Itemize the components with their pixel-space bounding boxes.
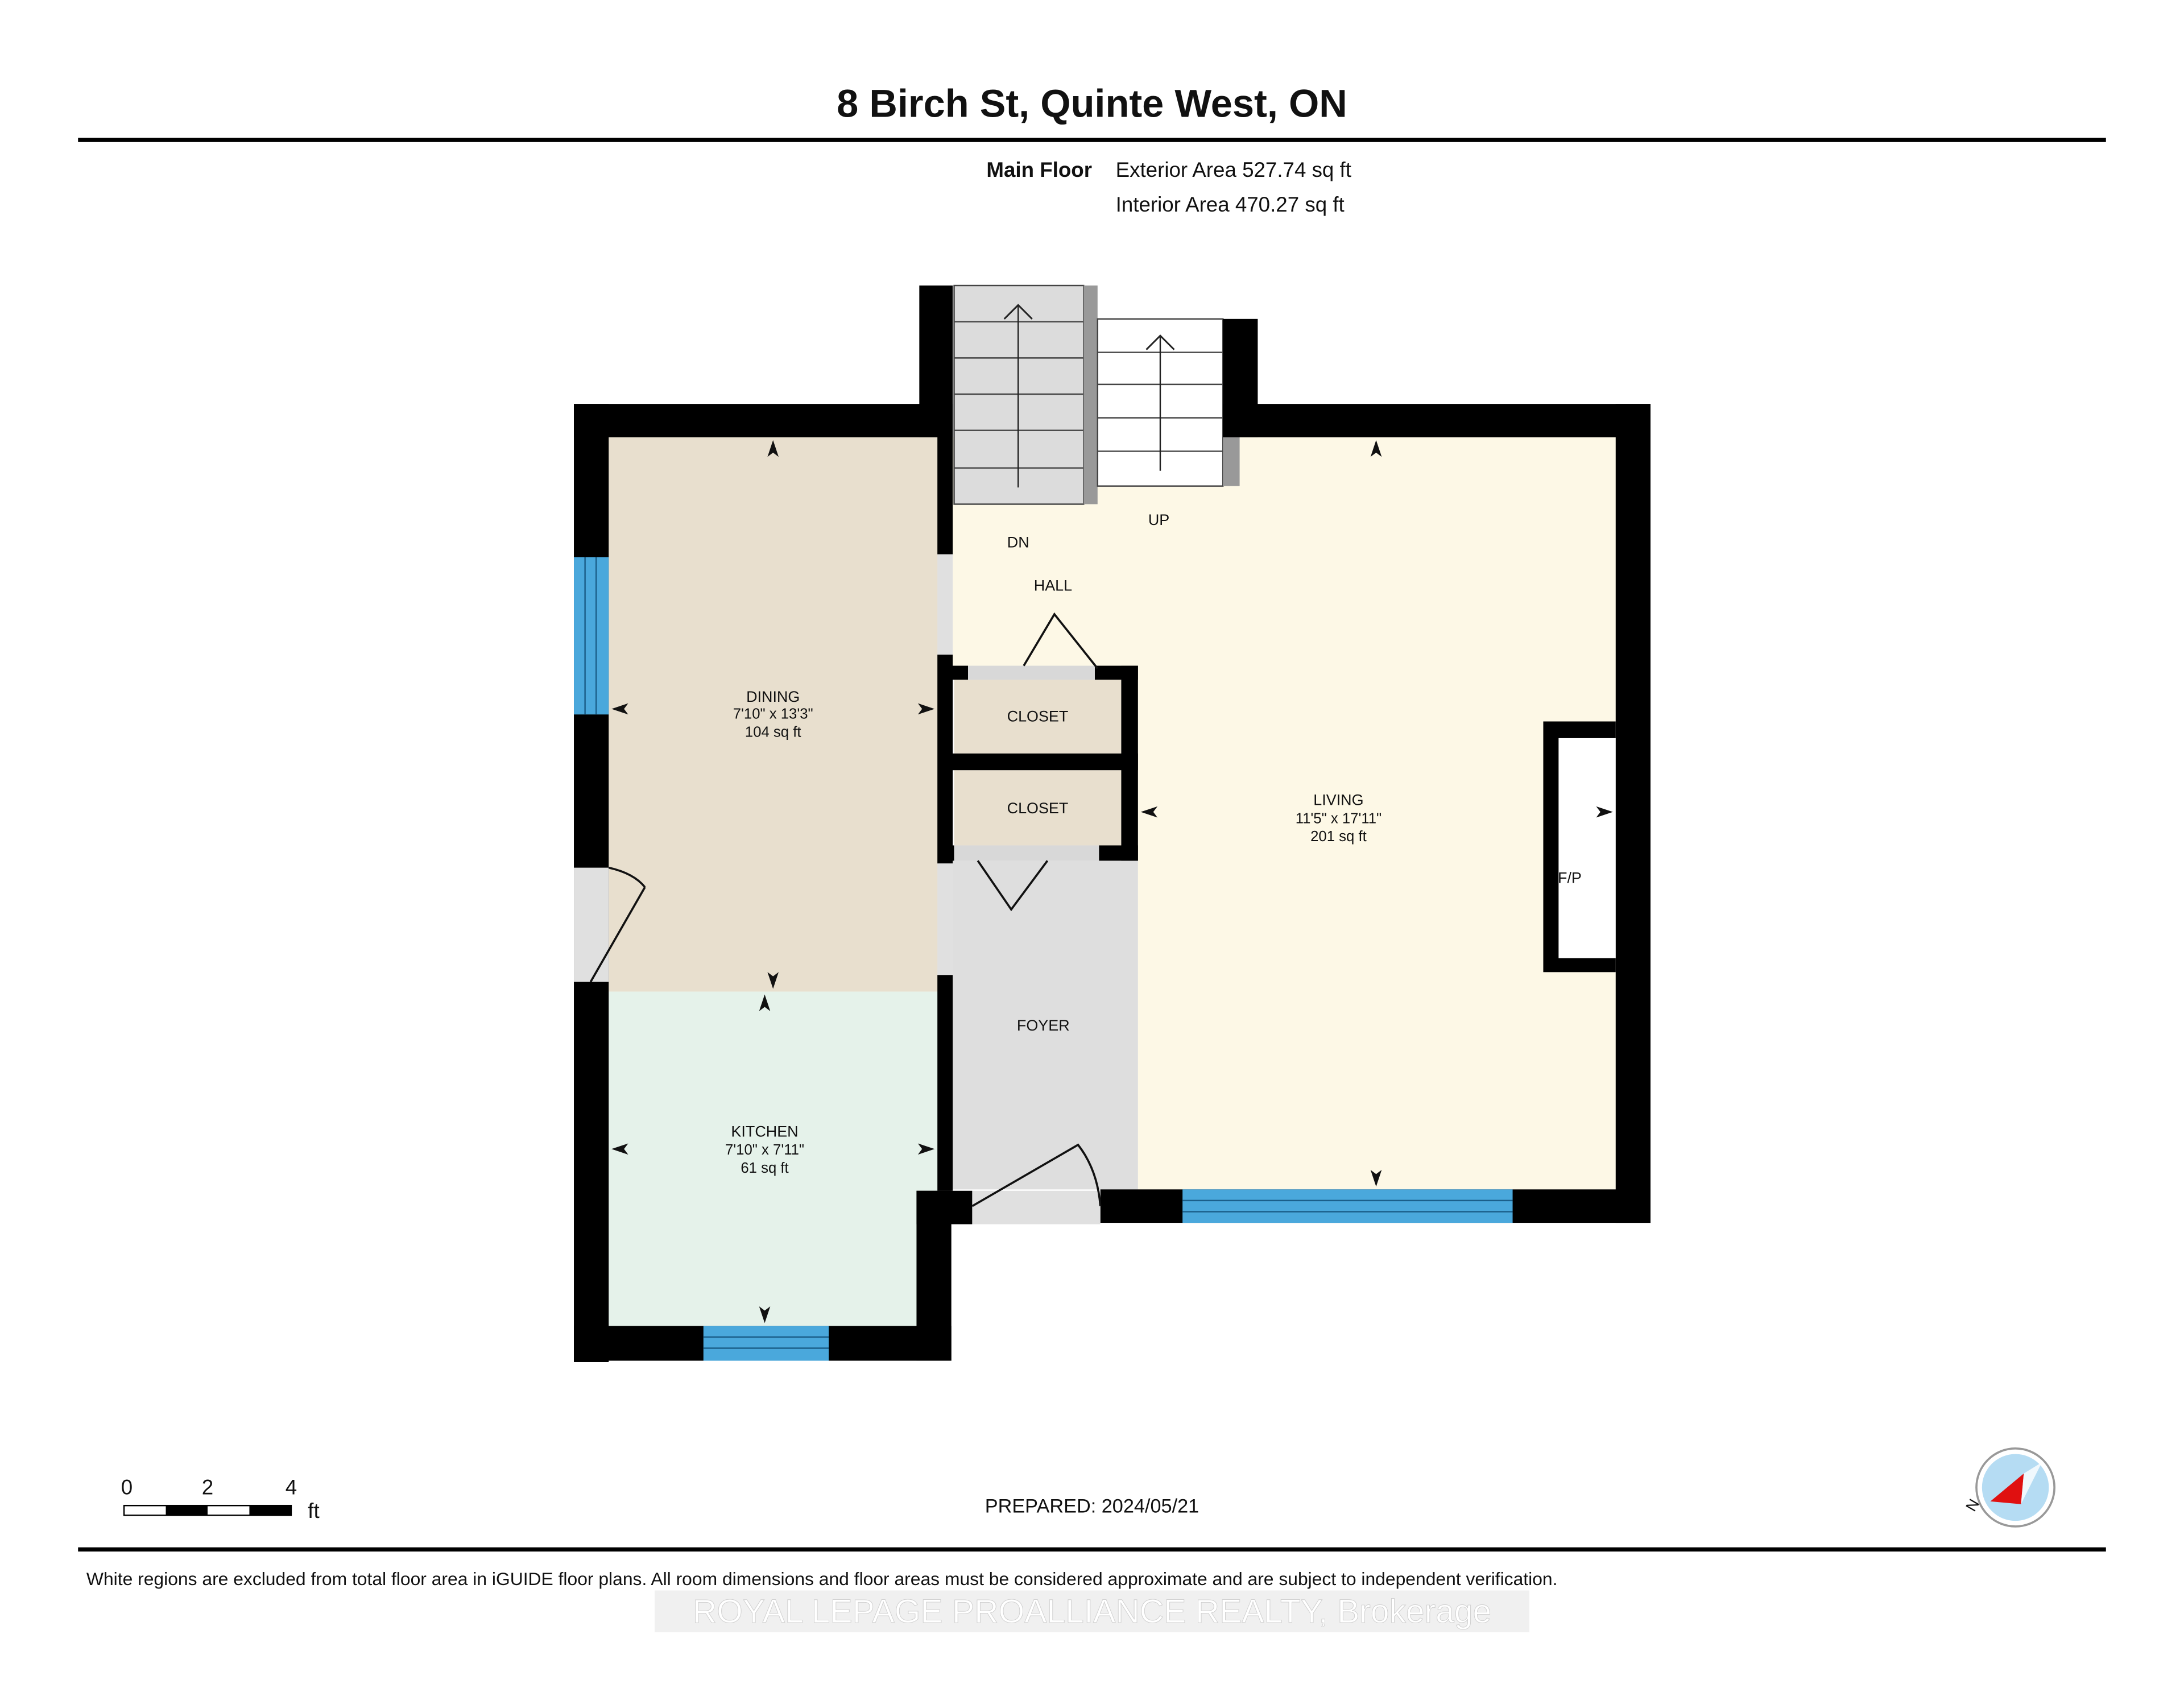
stairs-up xyxy=(1097,318,1240,487)
dining-label: DINING xyxy=(746,688,800,705)
side-door-swing xyxy=(589,866,646,983)
scale-bar: 0 2 4 ft xyxy=(121,1476,320,1523)
scale-tick-4: 4 xyxy=(286,1476,297,1499)
window-living xyxy=(1182,1189,1513,1223)
window-kitchen xyxy=(703,1326,829,1361)
scale-tick-0: 0 xyxy=(121,1476,133,1499)
fireplace-inner xyxy=(1558,738,1616,958)
dining-hall-opening xyxy=(937,554,953,655)
exterior-area: Exterior Area 527.74 sq ft xyxy=(1116,158,1351,181)
closet-2-opening xyxy=(954,845,1099,861)
page-title: 8 Birch St, Quinte West, ON xyxy=(837,82,1347,126)
front-door-opening xyxy=(972,1190,1101,1224)
watermark: ROYAL LEPAGE PROALLIANCE REALTY, Brokera… xyxy=(693,1593,1491,1630)
interior-area: Interior Area 470.27 sq ft xyxy=(1116,193,1345,216)
closet-2-door-swing xyxy=(977,860,1049,912)
front-door-swing xyxy=(971,1143,1102,1207)
living-room xyxy=(1138,437,1616,1190)
prepared-date: PREPARED: 2024/05/21 xyxy=(985,1495,1199,1517)
foyer-label: FOYER xyxy=(1017,1017,1070,1034)
side-door-opening xyxy=(574,867,609,982)
kitchen-area: 61 sq ft xyxy=(741,1160,788,1176)
watermark-backdrop xyxy=(655,1590,1529,1633)
dining-area: 104 sq ft xyxy=(745,724,801,740)
foyer-room xyxy=(953,860,1138,1190)
kitchen-room xyxy=(609,991,939,1326)
dining-foyer-opening xyxy=(937,863,953,975)
kitchen-dims: 7'10" x 7'11" xyxy=(725,1142,804,1158)
dining-dims: 7'10" x 13'3" xyxy=(733,706,813,722)
dimension-arrows xyxy=(611,440,1613,1323)
closet-1-opening xyxy=(968,665,1095,680)
fireplace-label: F/P xyxy=(1558,870,1582,887)
compass-icon: N xyxy=(1962,1447,2055,1528)
stairs-arrow-icon xyxy=(1003,304,1033,320)
footer-divider xyxy=(78,1547,2106,1552)
closet-1 xyxy=(954,680,1122,754)
living-label: LIVING xyxy=(1313,791,1363,808)
stairs-arrow-icon xyxy=(1145,334,1175,350)
scale-tick-2: 2 xyxy=(202,1476,213,1499)
disclaimer: White regions are excluded from total fl… xyxy=(86,1569,1558,1589)
stairs-up-label: UP xyxy=(1148,511,1169,528)
stairs-down xyxy=(953,284,1098,505)
dining-room xyxy=(609,437,939,992)
living-area: 201 sq ft xyxy=(1310,829,1367,845)
closet-1-label: CLOSET xyxy=(1007,708,1069,725)
room-fills xyxy=(609,437,1616,1326)
window-dining xyxy=(574,557,609,715)
stairs-down-label: DN xyxy=(1007,533,1029,551)
scale-unit: ft xyxy=(308,1499,319,1522)
closet-1-door-swing xyxy=(1023,612,1099,669)
closet-2 xyxy=(954,770,1122,846)
living-dims: 11'5" x 17'11" xyxy=(1296,810,1381,826)
header-divider xyxy=(78,138,2106,142)
kitchen-label: KITCHEN xyxy=(731,1123,798,1140)
hall-label: HALL xyxy=(1034,577,1072,594)
floor-label: Main Floor xyxy=(986,158,1092,181)
closet-2-label: CLOSET xyxy=(1007,800,1069,817)
